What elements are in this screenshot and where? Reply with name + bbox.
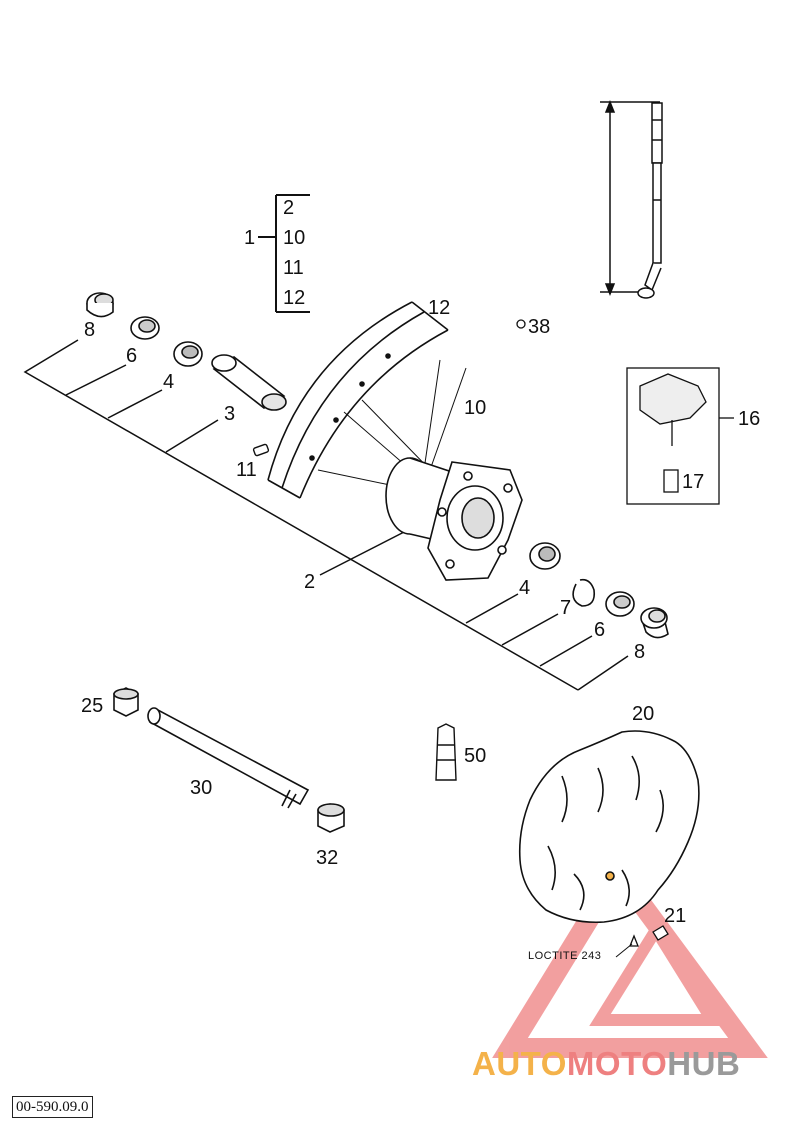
- label-30: 30: [190, 777, 212, 799]
- label-38: 38: [528, 316, 550, 338]
- label-2: 2: [304, 571, 315, 593]
- wheel-hub: [385, 457, 523, 581]
- spoke-nipple: [252, 443, 270, 457]
- watermark-part-auto: AUTO: [472, 1045, 567, 1082]
- leader-lines: [23, 339, 629, 691]
- label-20: 20: [632, 703, 654, 725]
- axle-nut: [113, 687, 139, 717]
- seal-ring-right: [605, 591, 635, 617]
- label-4-left: 4: [163, 371, 174, 393]
- spoke-drawing: [600, 99, 663, 299]
- spacer-tube: [211, 354, 287, 411]
- small-ring: [516, 319, 526, 329]
- circlip: [572, 578, 596, 607]
- label-32: 32: [316, 847, 338, 869]
- drawing-code: 00-590.09.0: [12, 1096, 93, 1118]
- watermark-part-moto: MOTO: [566, 1045, 668, 1082]
- bearing-right: [529, 542, 561, 570]
- valve-box: [626, 367, 734, 505]
- label-50: 50: [464, 745, 486, 767]
- label-25: 25: [81, 695, 103, 717]
- loctite-leader: [615, 943, 633, 958]
- set-bracket: [258, 194, 310, 313]
- wheel-rim: [267, 301, 449, 499]
- grease-tube: [435, 723, 457, 781]
- item-labels: 1 2 10 11 12 8 6 4 3 11 12 10 38 2 4 7 6…: [81, 197, 760, 962]
- label-4-right: 4: [519, 577, 530, 599]
- label-21: 21: [664, 905, 686, 927]
- label-3: 3: [224, 403, 235, 425]
- label-17: 17: [682, 471, 704, 493]
- label-set-item-12: 12: [283, 287, 305, 309]
- label-10: 10: [464, 397, 486, 419]
- wheel-axle: [147, 707, 310, 809]
- label-12: 12: [428, 297, 450, 319]
- brake-disc: [518, 730, 700, 924]
- watermark-part-hub: HUB: [667, 1045, 741, 1082]
- loctite-note: LOCTITE 243: [528, 950, 601, 962]
- label-set-item-10: 10: [283, 227, 305, 249]
- label-set-item-11: 11: [283, 257, 304, 279]
- disc-screw: [629, 925, 669, 947]
- seal-ring-left: [130, 316, 160, 340]
- bearing-left: [173, 341, 203, 367]
- label-6-left: 6: [126, 345, 137, 367]
- label-set-item-2: 2: [283, 197, 294, 219]
- label-6-right: 6: [594, 619, 605, 641]
- label-8-left: 8: [84, 319, 95, 341]
- label-8-right: 8: [634, 641, 645, 663]
- label-16: 16: [738, 408, 760, 430]
- label-7: 7: [560, 597, 571, 619]
- dust-seal-cap-right: [640, 607, 669, 639]
- label-11: 11: [236, 459, 257, 481]
- watermark-logo: [492, 854, 768, 1058]
- label-set-main: 1: [244, 227, 255, 249]
- axle-collar: [317, 803, 345, 833]
- dust-seal-cap-left: [86, 292, 114, 318]
- watermark-brand: AUTOMOTOHUB: [472, 1045, 740, 1083]
